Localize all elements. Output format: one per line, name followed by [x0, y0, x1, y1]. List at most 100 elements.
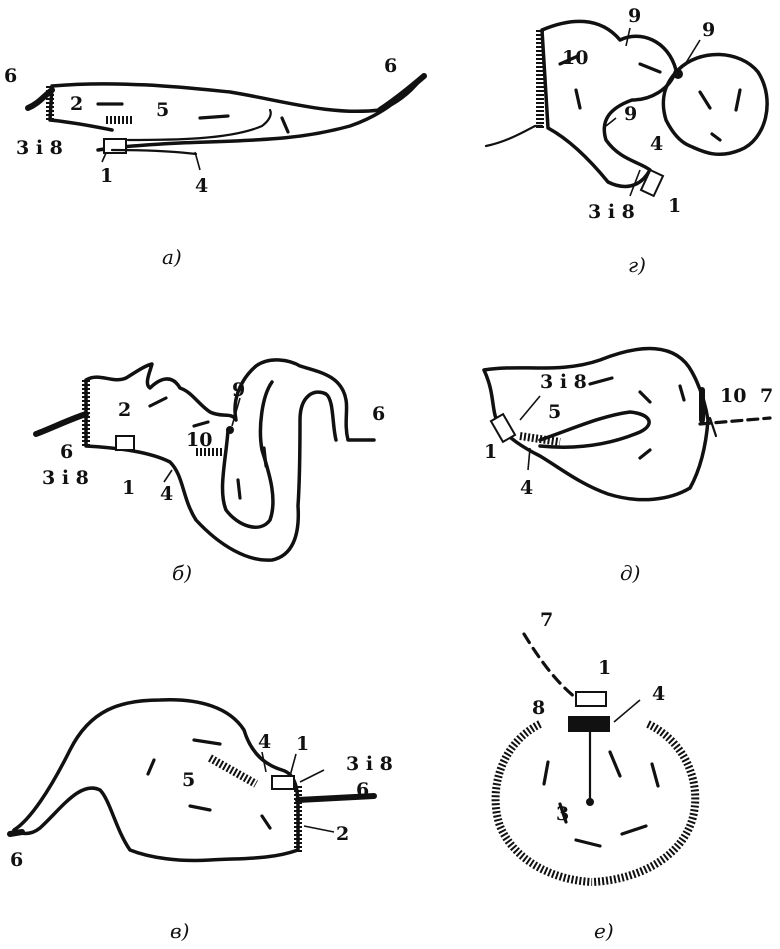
panel-v-label-6b: 6	[10, 849, 23, 871]
panel-v-label-1: 1	[296, 733, 309, 755]
panel-v-sensor-box	[272, 776, 294, 789]
panel-a-caption: а)	[162, 245, 182, 269]
panel-v-lead-1	[290, 754, 296, 776]
panel-g-label-9a: 9	[628, 5, 641, 27]
panel-e-arc-left	[496, 724, 592, 882]
panel-d-dash-4	[640, 450, 650, 458]
panel-e-dash-1	[544, 762, 548, 784]
panel-d-dash-1	[590, 378, 612, 384]
panel-v-label-2: 2	[336, 823, 349, 845]
panel-e-dash-6	[576, 840, 600, 846]
panel-e-tube-dashed	[524, 634, 576, 698]
panel-v-dash-4	[262, 816, 270, 828]
panel-g-label-9c: 9	[624, 103, 637, 125]
panel-e: 7 1 8 4 3 е)	[496, 609, 696, 943]
panel-b: 2 9 6 6 10 3 і 8 1 4 б)	[36, 360, 385, 585]
panel-e-sensor-box	[576, 692, 606, 706]
panel-e-dash-3	[610, 752, 620, 776]
panel-a-lead-1	[102, 153, 106, 162]
panel-d-caption: д)	[620, 561, 640, 585]
panel-b-label-1: 1	[122, 477, 135, 499]
panel-b-label-3i8: 3 і 8	[42, 467, 89, 489]
panel-b-label-6b: 6	[372, 403, 385, 425]
panel-d-label-5: 5	[548, 401, 561, 423]
panel-a-label-1: 1	[100, 165, 113, 187]
panel-d-dash-3	[680, 386, 684, 400]
panel-v-label-3i8: 3 і 8	[346, 753, 393, 775]
panel-a-label-4: 4	[195, 175, 208, 197]
panel-b-dash-4	[238, 480, 240, 498]
panel-v-dash-3	[190, 806, 210, 810]
panel-g-label-10: 10	[562, 47, 588, 69]
panel-a: 6 2 5 3 і 8 1 4 6 а)	[4, 55, 424, 269]
panel-e-arc-right	[592, 724, 695, 882]
panel-d: 3 і 8 5 10 7 1 4 д)	[484, 349, 773, 585]
panel-g-label-9b: 9	[702, 19, 715, 41]
panel-e-anchor	[586, 798, 594, 806]
panel-e-label-3: 3	[556, 803, 569, 825]
panel-b-lead-4	[164, 470, 172, 482]
panel-a-label-6a: 6	[4, 65, 17, 87]
panel-d-label-7: 7	[760, 385, 773, 407]
panel-b-outline	[86, 360, 374, 560]
panel-b-label-6a: 6	[60, 441, 73, 463]
panel-b-label-2: 2	[118, 399, 131, 421]
panel-d-sensor-box	[491, 414, 515, 442]
panel-e-dash-5	[622, 826, 646, 834]
panel-g-lead-9b	[684, 40, 700, 66]
panel-e-lead-4	[614, 700, 640, 722]
panel-b-tube-left	[36, 414, 86, 434]
panel-v-lead-2	[304, 826, 334, 832]
panel-d-dash-2	[640, 392, 650, 402]
panel-e-caption: е)	[594, 919, 614, 943]
panel-b-knot	[226, 426, 234, 434]
panel-a-inner-line	[128, 110, 271, 140]
panel-e-label-7: 7	[540, 609, 553, 631]
panel-v-label-6a: 6	[356, 779, 369, 801]
panel-d-outline	[484, 349, 708, 500]
panel-g-dash-3	[640, 64, 660, 72]
panel-g-dash-4	[700, 92, 710, 108]
panel-d-label-4: 4	[520, 477, 533, 499]
panel-d-label-10: 10	[720, 385, 746, 407]
panel-v-lead-38	[300, 770, 324, 782]
panel-b-label-4: 4	[160, 483, 173, 505]
panel-g-dash-1	[576, 90, 580, 108]
panel-d-lead-38	[520, 396, 540, 420]
panel-a-dash-2	[200, 116, 228, 118]
panel-g-dash-6	[712, 134, 720, 140]
panel-a-label-6b: 6	[384, 55, 397, 77]
panel-v-dash-2	[148, 760, 154, 774]
panel-d-label-3i8: 3 і 8	[540, 371, 587, 393]
panel-b-sensor-box	[116, 436, 134, 450]
panel-a-label-2: 2	[70, 93, 83, 115]
panel-b-dash-1	[150, 398, 166, 406]
panel-v-label-4: 4	[258, 731, 271, 753]
panel-g-label-4: 4	[650, 133, 663, 155]
panel-b-caption: б)	[172, 561, 192, 585]
panel-b-label-9: 9	[232, 379, 245, 401]
panel-v-coil	[210, 758, 256, 784]
panel-e-label-1: 1	[598, 657, 611, 679]
panel-a-dash-3	[282, 118, 288, 132]
panel-b-dash-2	[194, 422, 208, 426]
panel-a-label-3i8: 3 і 8	[16, 137, 63, 159]
panel-g-knot	[673, 69, 683, 79]
panel-b-label-10: 10	[186, 429, 212, 451]
panel-g-label-3i8: 3 і 8	[588, 201, 635, 223]
panel-d-label-1: 1	[484, 441, 497, 463]
panel-v-dash-1	[194, 740, 220, 744]
panel-b-dash-3	[264, 448, 266, 466]
panel-v: 4 1 3 і 8 5 6 6 2 в)	[10, 700, 393, 943]
panel-e-label-4: 4	[652, 683, 665, 705]
panel-g-caption: г)	[628, 253, 646, 277]
panel-g-dash-5	[736, 90, 740, 110]
panel-v-tube-left	[10, 832, 22, 834]
panel-g-label-1: 1	[668, 195, 681, 217]
panel-g-sensor-box	[641, 170, 663, 196]
panel-e-dash-2	[652, 764, 658, 786]
panel-g: 9 9 10 9 4 3 і 8 1 г)	[486, 5, 767, 277]
panel-d-cross	[710, 418, 716, 436]
